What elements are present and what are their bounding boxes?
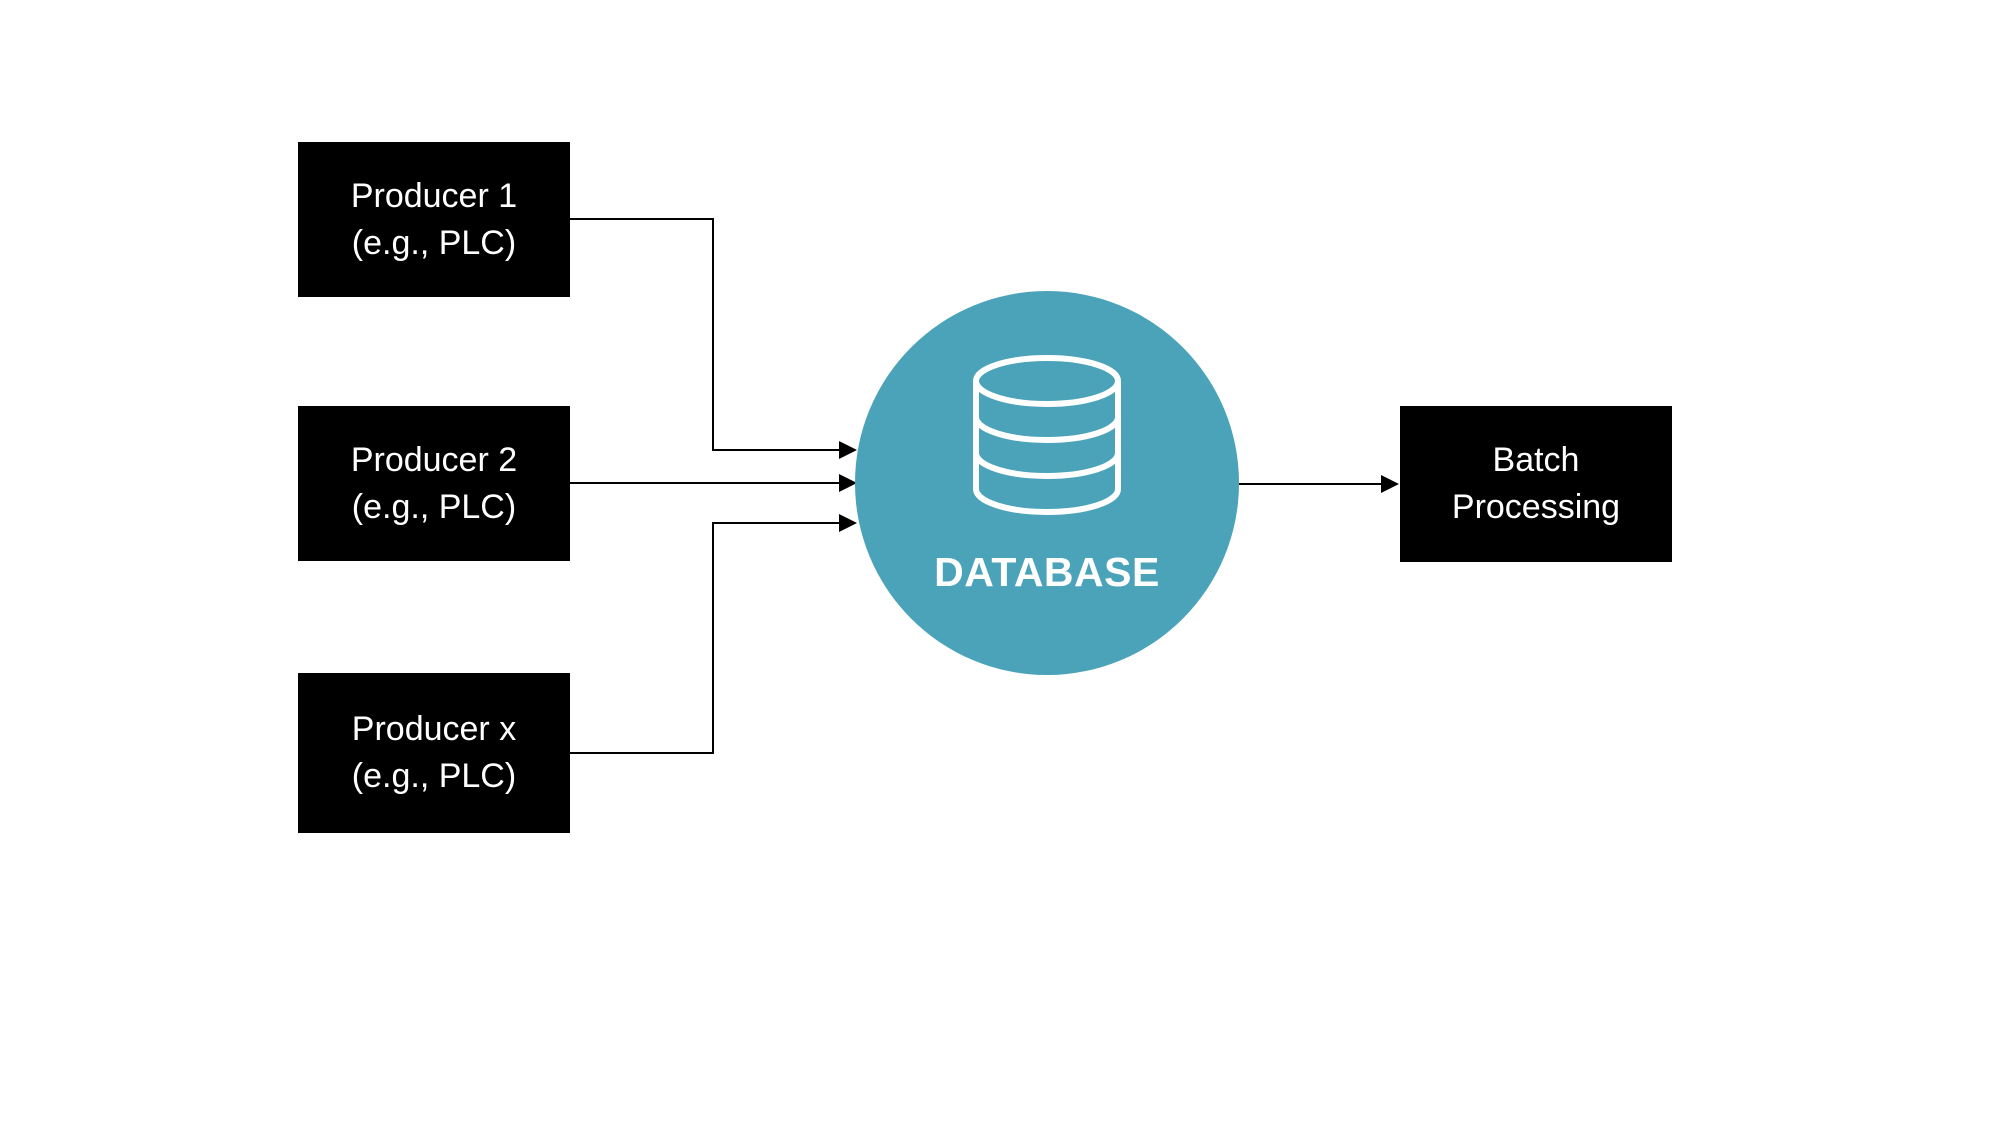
batch-processing-line1: Batch [1492,441,1580,479]
arrowhead-icon [839,441,857,459]
producer-1-node: Producer 1 (e.g., PLC) [298,142,570,297]
batch-processing-node: Batch Processing [1400,406,1672,562]
arrowhead-icon [839,514,857,532]
arrowhead-icon [1381,475,1399,493]
producer-2-name: Producer 2 [350,440,518,479]
batch-processing-line2: Processing [1451,488,1621,526]
producer-2-subtitle: (e.g., PLC) [351,487,517,526]
producer-x-subtitle: (e.g., PLC) [351,757,517,795]
producer-2-node: Producer 2 (e.g., PLC) [298,406,570,561]
producer-1-subtitle: (e.g., PLC) [351,223,517,262]
database-icon [973,355,1121,515]
connector-producer1-to-database [570,218,839,451]
database-node: DATABASE [855,291,1239,675]
database-label: DATABASE [934,549,1160,595]
producer-1-name: Producer 1 [350,176,518,215]
producer-x-node: Producer x (e.g., PLC) [298,673,570,833]
connector-producerx-to-database [570,522,839,754]
arrowhead-icon [839,474,857,492]
producer-x-name: Producer x [351,710,517,748]
